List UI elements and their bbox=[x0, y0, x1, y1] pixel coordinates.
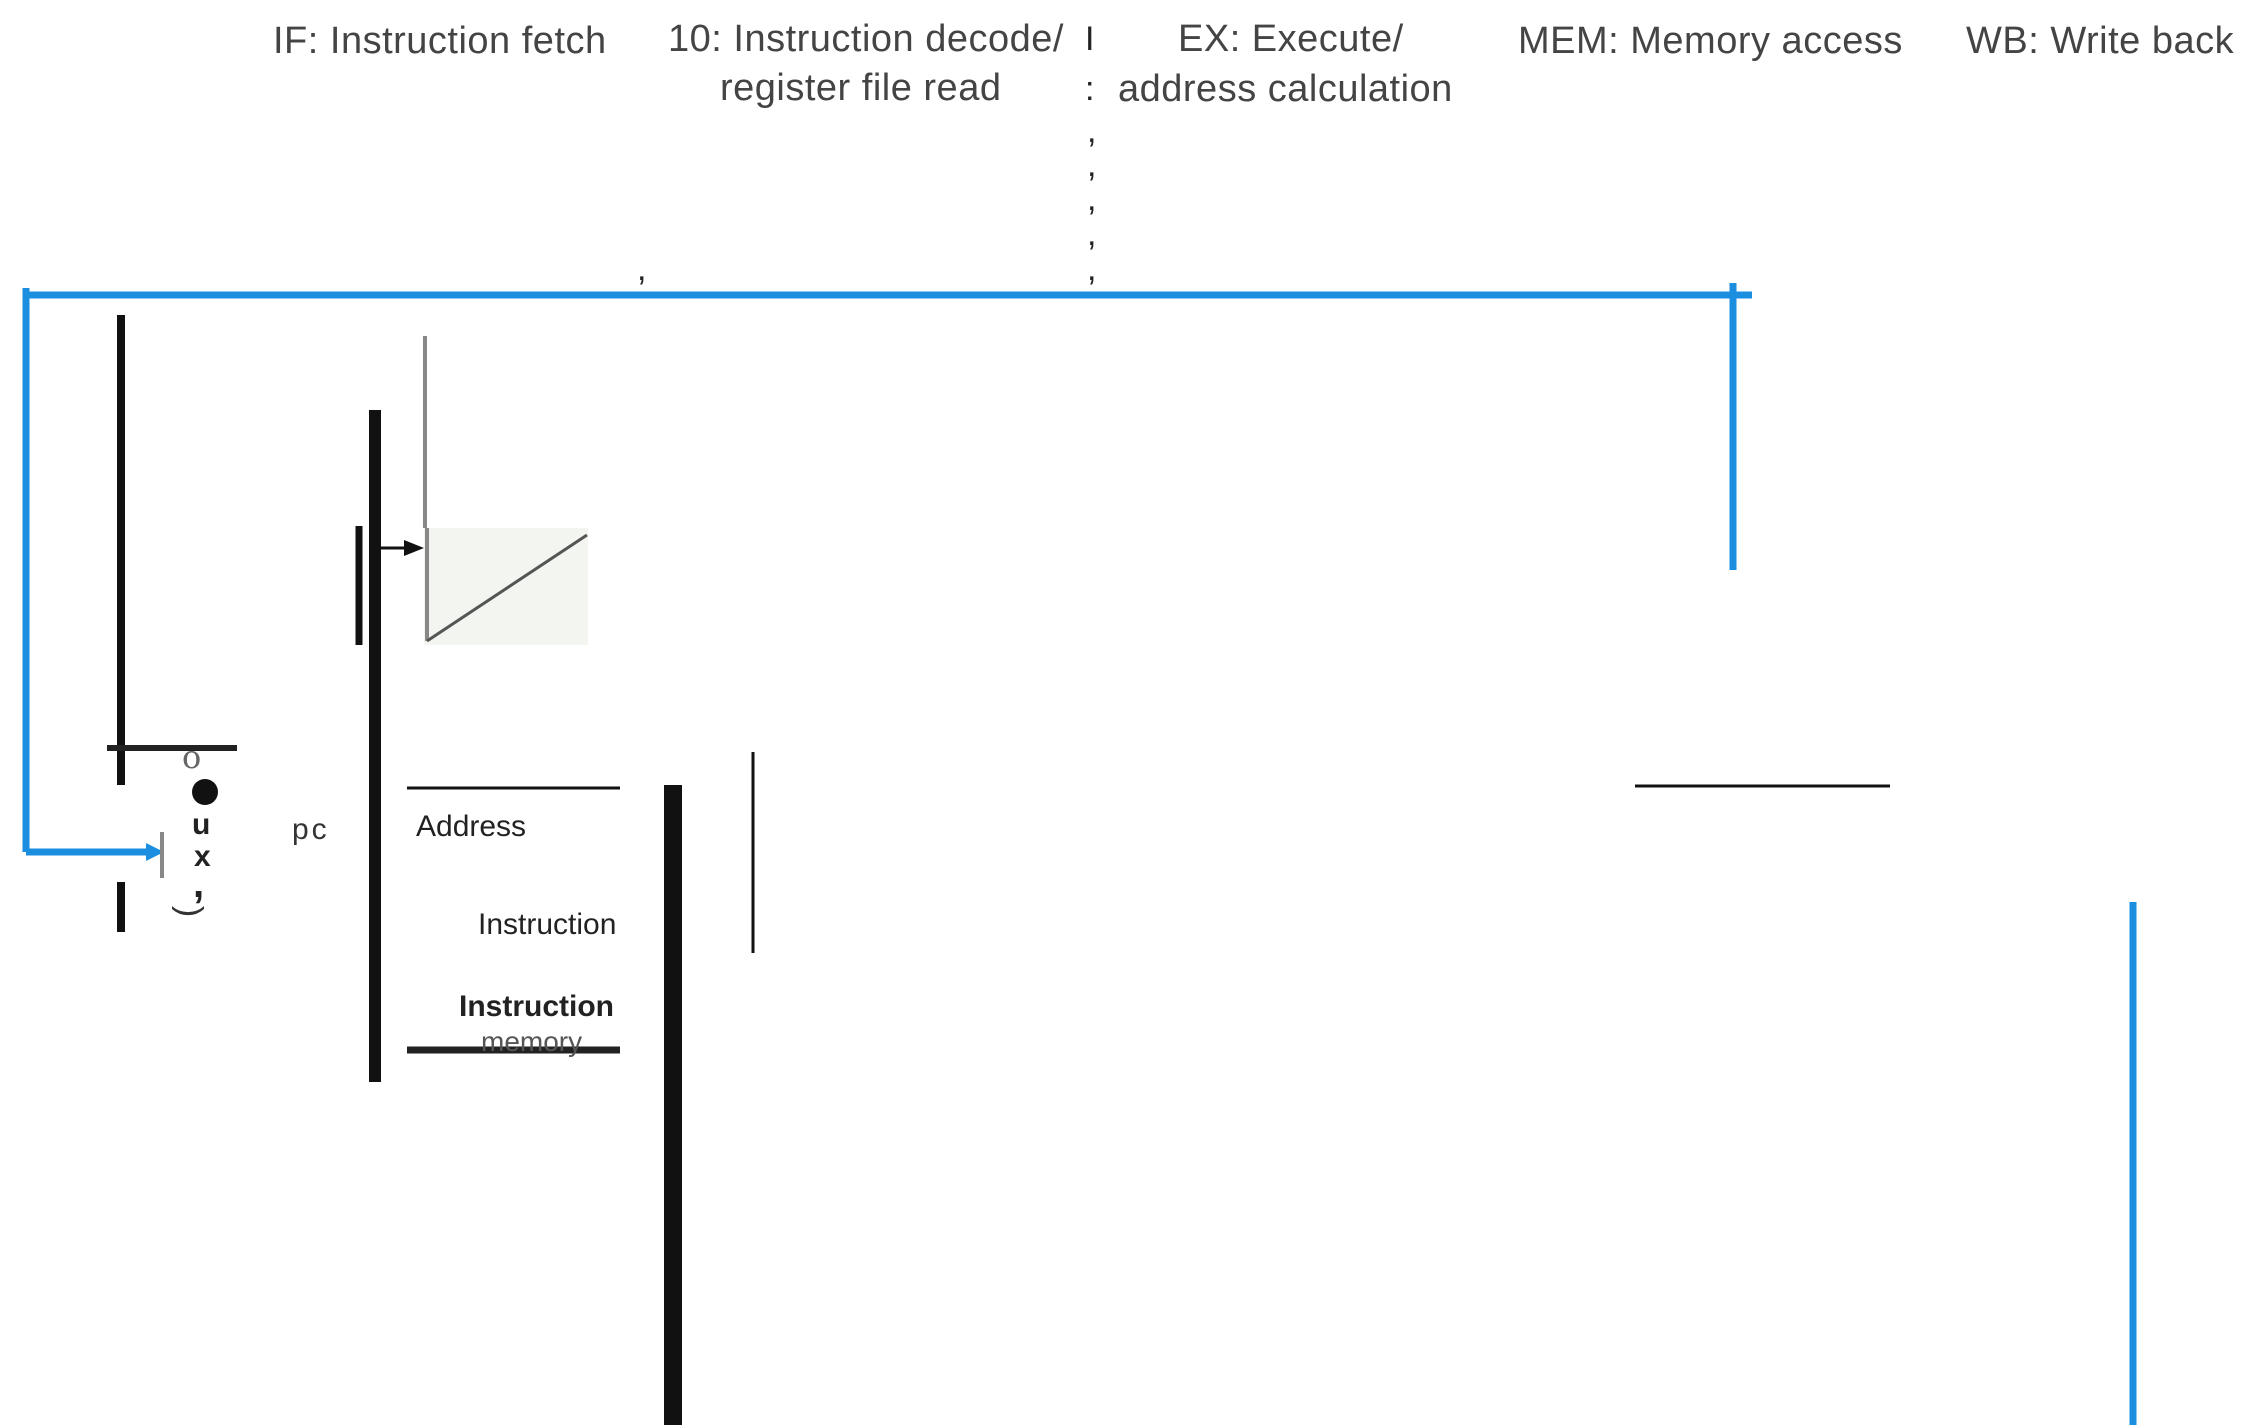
feedback-arrowhead bbox=[146, 843, 164, 861]
mux-char-u: u bbox=[192, 808, 211, 841]
stage-ex-label: EX: Execute/ bbox=[1178, 18, 1404, 60]
separator-mark: , bbox=[1087, 250, 1097, 288]
separator-mark: , bbox=[1087, 215, 1097, 253]
separator-mark: : bbox=[1085, 70, 1095, 108]
separator-mark: , bbox=[1087, 112, 1097, 150]
stage-ex-label-line2: address calculation bbox=[1118, 68, 1453, 110]
stage-id-label: 10: Instruction decode/ bbox=[668, 18, 1064, 60]
separator-mark: , bbox=[1087, 146, 1097, 184]
stage-if-label: IF: Instruction fetch bbox=[273, 20, 607, 62]
stage-mem-label: MEM: Memory access bbox=[1518, 20, 1903, 62]
imem-title: Instruction bbox=[459, 990, 614, 1023]
stage-wb-label: WB: Write back bbox=[1966, 20, 2235, 62]
mux-dot bbox=[192, 779, 218, 805]
mux-char-comma: , bbox=[193, 862, 205, 906]
mux-char-o: o bbox=[182, 738, 202, 776]
imem-subtitle: memory bbox=[481, 1026, 583, 1057]
separator-mark: , bbox=[1087, 180, 1097, 218]
separator-mark: , bbox=[637, 250, 647, 288]
adder-arrowhead bbox=[404, 540, 424, 556]
imem-address-label: Address bbox=[416, 810, 527, 843]
imem-instruction-output-label: Instruction bbox=[478, 908, 617, 941]
mux-char-x: x bbox=[194, 840, 211, 873]
stage-id-label-line2: register file read bbox=[720, 67, 1002, 109]
adder-diagonal bbox=[426, 533, 588, 643]
separator-mark: I bbox=[1085, 20, 1095, 58]
mux-char-paren: ) bbox=[171, 905, 210, 918]
feedback-wire bbox=[22, 283, 1752, 856]
pc-label: pc bbox=[292, 813, 330, 846]
